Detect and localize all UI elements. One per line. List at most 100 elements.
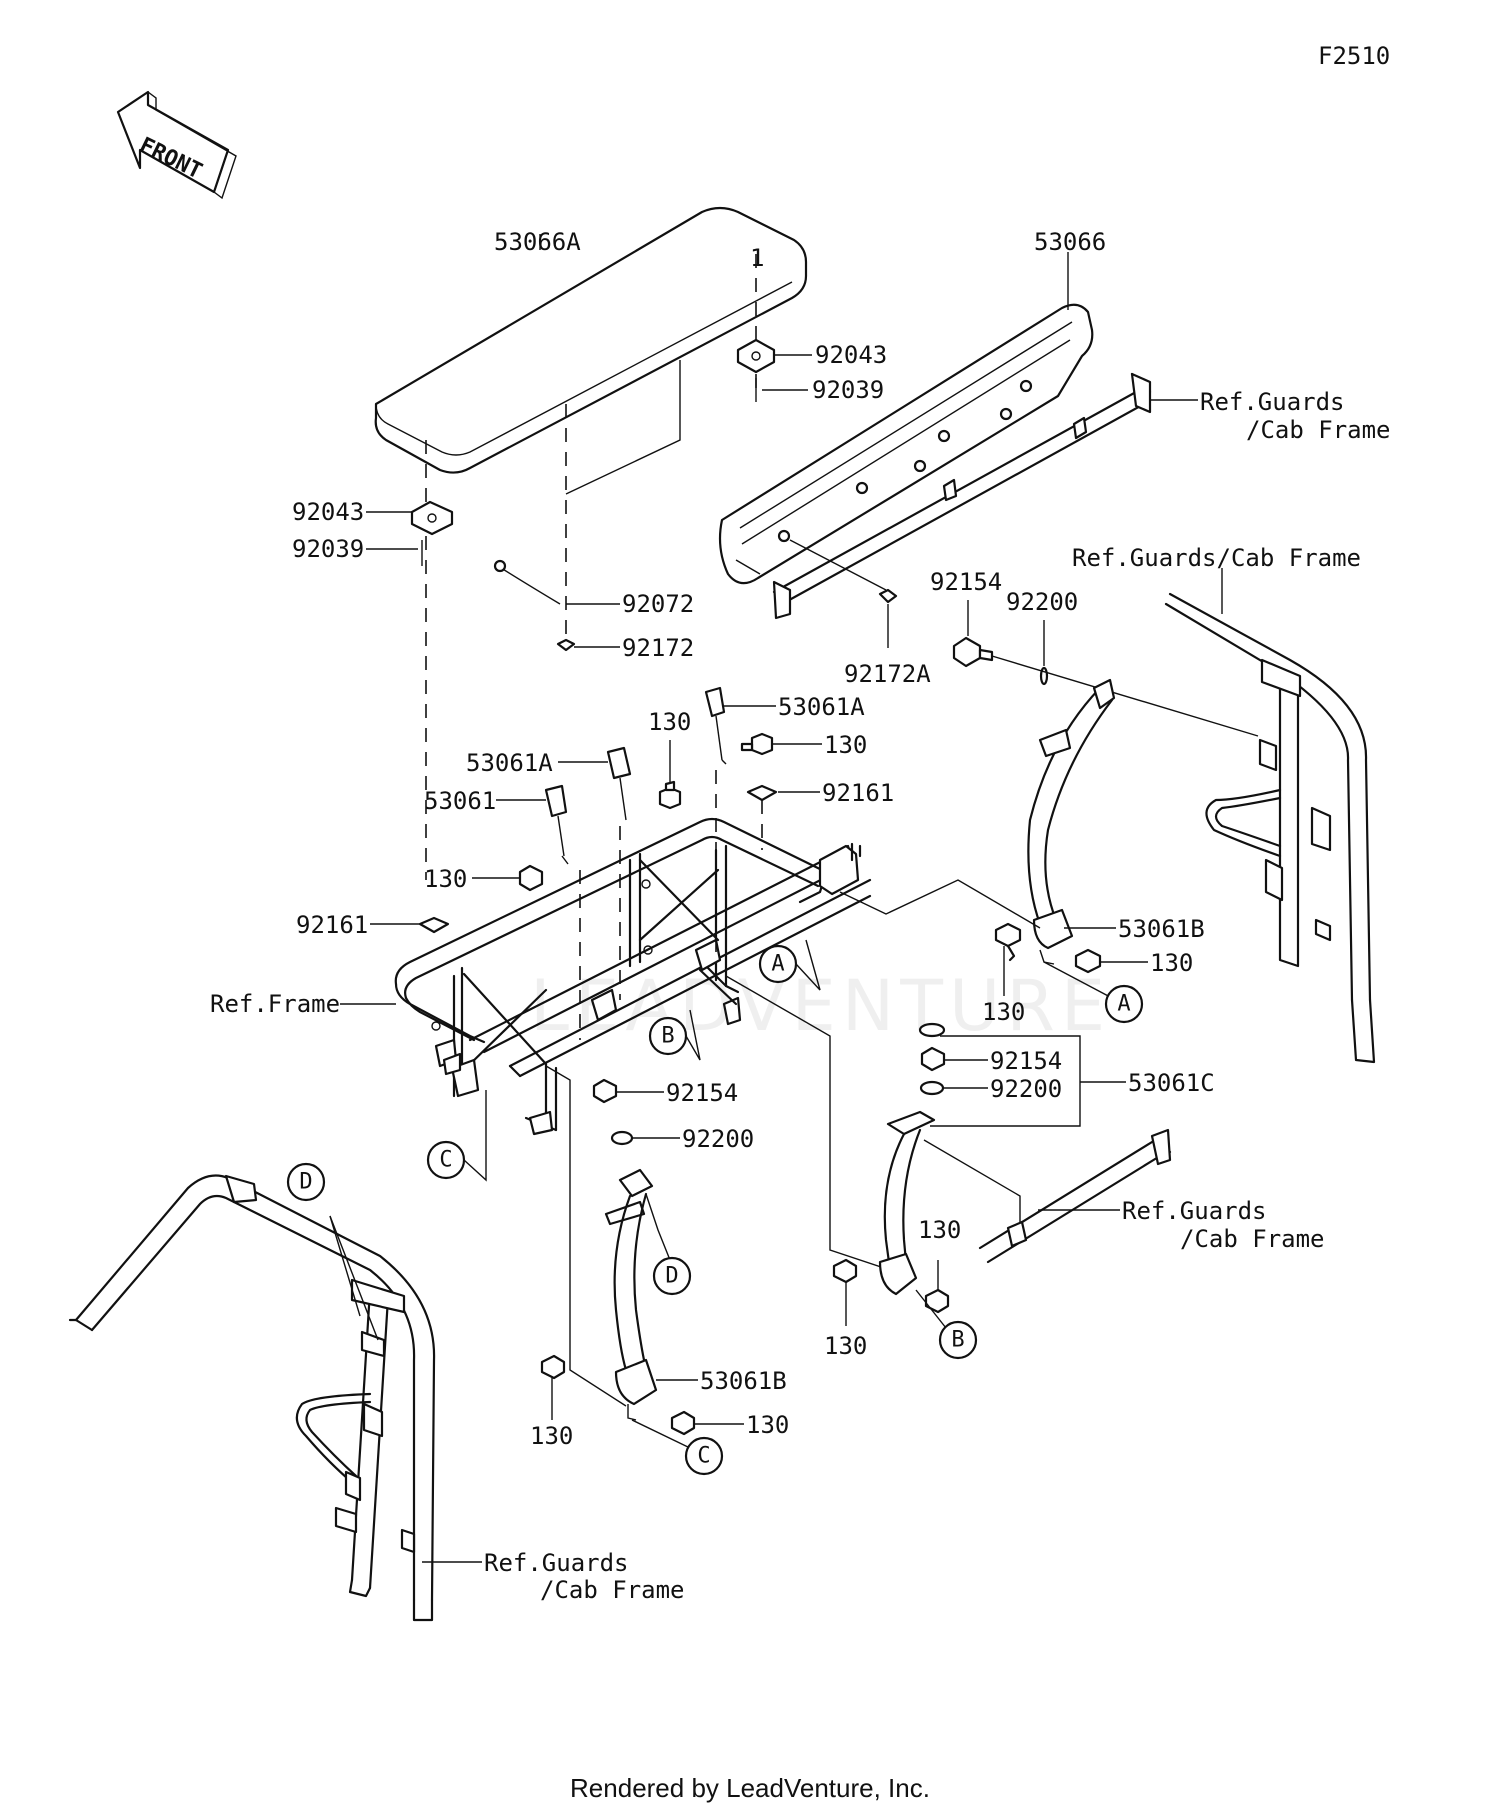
cap-53061C [918, 1022, 946, 1038]
clip-92172 [556, 638, 576, 652]
bolt-130-h [540, 1354, 566, 1380]
cable-92072 [497, 565, 561, 605]
label-92161-right: 92161 [822, 779, 894, 807]
buckle-53061 [544, 784, 569, 865]
label-92039-right: 92039 [812, 376, 884, 404]
label-53066: 53066 [1034, 228, 1106, 256]
seat-belt-53061B-left [604, 1168, 658, 1421]
callout-B2 [938, 1320, 978, 1360]
label-53061A-right: 53061A [778, 693, 865, 721]
seat-belt-53061C [878, 1110, 936, 1296]
label-92200-mid: 92200 [990, 1075, 1062, 1103]
svg-text:C: C [697, 1444, 710, 1469]
label-92154-low: 92154 [666, 1079, 738, 1107]
label-130-h: 130 [530, 1422, 573, 1450]
label-92172: 92172 [622, 634, 694, 662]
label-92172A: 92172A [844, 660, 931, 688]
main-frame [394, 817, 872, 1136]
leader-D2 [645, 1193, 671, 1261]
callout-A2 [1104, 984, 1144, 1024]
label-130-b: 130 [648, 708, 691, 736]
bolt-130-i [670, 1410, 696, 1436]
label-53061B-left: 53061B [700, 1367, 787, 1395]
svg-text:A: A [1117, 992, 1130, 1017]
label-130-c: 130 [424, 865, 467, 893]
callout-C2 [684, 1436, 724, 1476]
label-130-d: 130 [982, 998, 1025, 1026]
bolt-130-g [924, 1288, 950, 1314]
label-refguards-4a: Ref.Guards [484, 1549, 629, 1577]
label-refguards-1a: Ref.Guards [1200, 388, 1345, 416]
label-refguards-3a: Ref.Guards [1122, 1197, 1267, 1225]
clip-92172A [878, 588, 898, 604]
backrest-support-bar [772, 372, 1152, 620]
leader-seat-bracket [565, 360, 681, 495]
label-130-g: 130 [918, 1216, 961, 1244]
label-92200-low: 92200 [682, 1125, 754, 1153]
label-ref-frame: Ref.Frame [210, 990, 340, 1018]
label-92154-top: 92154 [930, 568, 1002, 596]
svg-text:B: B [951, 1328, 964, 1353]
leader-C1 [463, 1090, 487, 1182]
label-92200-top: 92200 [1006, 588, 1078, 616]
bolt-92154-low [592, 1078, 618, 1104]
label-53061A-left: 53061A [466, 749, 553, 777]
bolt-130-d [994, 922, 1022, 962]
guard-bar-lower [978, 1128, 1172, 1264]
label-130-a: 130 [824, 731, 867, 759]
label-130-i: 130 [746, 1411, 789, 1439]
leader-frame-C [545, 1065, 627, 1407]
buckle-53061A-left [606, 746, 632, 821]
backrest-53066 [718, 303, 1094, 585]
label-130-f: 130 [824, 1332, 867, 1360]
buckle-53061A-right [704, 686, 727, 765]
figure-code: F2510 [1318, 42, 1390, 70]
leader-B2 [915, 1289, 947, 1329]
grommet-92161-right [746, 784, 778, 802]
grommet-92161-left [418, 916, 450, 934]
seat-cushion-53066A [374, 206, 808, 474]
label-53066A: 53066A [494, 228, 581, 256]
bolt-130-b [658, 780, 682, 810]
label-92161-left: 92161 [296, 911, 368, 939]
seat-belt-53061B-right [1027, 678, 1116, 965]
bolt-92154-top [952, 636, 994, 668]
callout-D1 [286, 1162, 326, 1202]
axis-bolt-top [991, 655, 1259, 737]
leader-frame-A [839, 879, 1041, 929]
label-refguards-3b: /Cab Frame [1180, 1225, 1325, 1253]
bracket-53061C [930, 1035, 1081, 1127]
svg-text:D: D [299, 1170, 312, 1195]
bolt-92154-mid [920, 1046, 946, 1072]
washer-92200-mid [919, 1080, 945, 1096]
callout-D2 [652, 1256, 692, 1296]
svg-text:A: A [771, 952, 784, 977]
label-refguards-1b: /Cab Frame [1246, 416, 1391, 444]
bolt-130-a [740, 732, 774, 756]
label-92043-left: 92043 [292, 498, 364, 526]
label-92043-right: 92043 [815, 341, 887, 369]
leader-D1a [329, 1215, 361, 1317]
bolt-130-f [832, 1258, 858, 1284]
label-refguards-4b: /Cab Frame [540, 1576, 685, 1604]
svg-text:C: C [439, 1148, 452, 1173]
label-92039-left: 92039 [292, 535, 364, 563]
svg-text:D: D [665, 1264, 678, 1289]
front-arrow-icon: FRONT [116, 90, 237, 200]
label-53061C: 53061C [1128, 1069, 1215, 1097]
label-refguards-2: Ref.Guards/Cab Frame [1072, 544, 1361, 572]
bolt-130-c [518, 864, 544, 892]
leader-D1b [329, 1215, 379, 1341]
svg-text:B: B [661, 1024, 674, 1049]
hinge-bracket-92043-right [736, 338, 776, 374]
leader-B1 [685, 1009, 701, 1061]
label-92154-mid: 92154 [990, 1047, 1062, 1075]
leader-53061C-guard [923, 1139, 1021, 1230]
label-53061B-right: 53061B [1118, 915, 1205, 943]
washer-92200-low [610, 1130, 634, 1146]
label-92072: 92072 [622, 590, 694, 618]
dash-92172A [789, 539, 887, 591]
cab-frame-left [68, 1174, 436, 1622]
